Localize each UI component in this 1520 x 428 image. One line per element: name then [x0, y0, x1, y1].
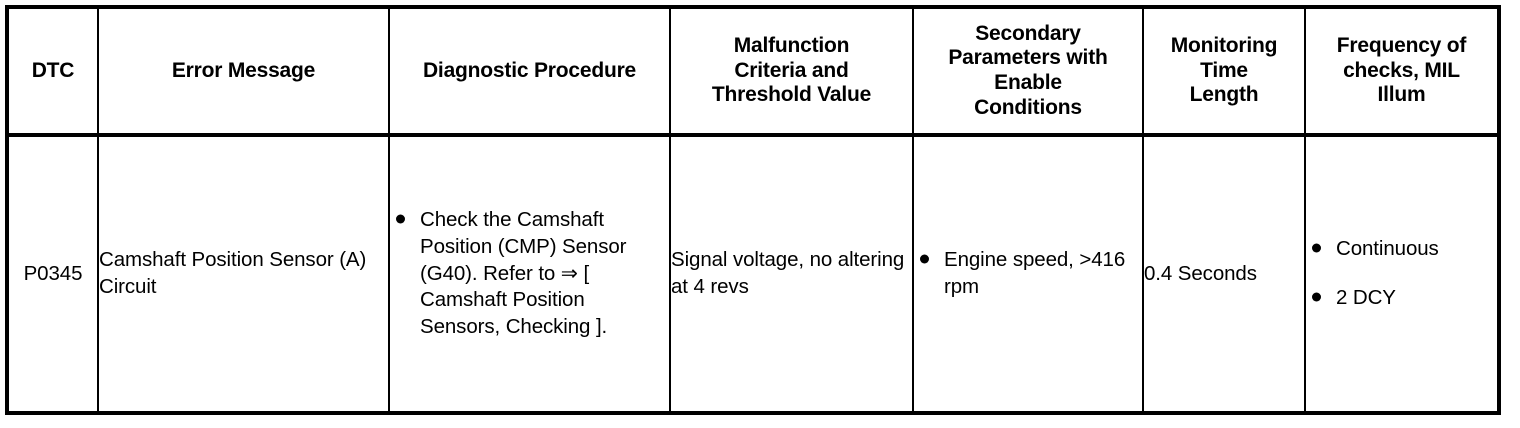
list-item-label: 2 DCY [1336, 286, 1396, 309]
header-line: Time [1200, 58, 1248, 82]
dtc-code-value: P0345 [23, 261, 83, 285]
cell-diagnostic-procedure: Check the Camshaft Position (CMP) Sensor… [388, 135, 671, 413]
bullet-icon [920, 254, 929, 264]
header-line: Enable [994, 71, 1062, 94]
column-header-diagnostic-procedure: Diagnostic Procedure [388, 7, 671, 137]
column-header-secondary-parameters-text: Secondary Parameters with Enable Conditi… [914, 22, 1142, 120]
bullet-icon [1312, 292, 1321, 302]
monitoring-time-length-value: 0.4 Seconds [1144, 261, 1257, 285]
header-line: Illum [1377, 83, 1426, 107]
column-header-frequency-of-checks-text: Frequency of checks, MIL Illum [1306, 34, 1497, 108]
header-line: checks, MIL [1343, 58, 1460, 82]
malfunction-criteria-value: Signal voltage, no altering at 4 revs [671, 248, 905, 298]
header-line: Frequency of [1336, 34, 1467, 58]
list-item: Check the Camshaft Position (CMP) Sensor… [390, 207, 669, 340]
column-header-secondary-parameters: Secondary Parameters with Enable Conditi… [912, 7, 1144, 137]
cell-monitoring-time-length: 0.4 Seconds [1142, 135, 1306, 413]
cell-dtc-code: P0345 [7, 135, 99, 413]
diagnostic-procedure-list: Check the Camshaft Position (CMP) Sensor… [390, 207, 669, 340]
column-header-error-message-text: Error Message [99, 59, 388, 84]
header-line: Parameters with [948, 46, 1108, 70]
header-line: Monitoring [1170, 34, 1278, 58]
header-row: DTC Error Message Diagnostic Procedure M… [7, 7, 1499, 137]
error-message-value: Camshaft Position Sensor (A) Circuit [99, 248, 367, 298]
bullet-icon [1312, 243, 1321, 253]
header-line: Criteria and [734, 58, 849, 82]
list-item: Continuous [1306, 236, 1497, 263]
column-header-frequency-of-checks: Frequency of checks, MIL Illum [1304, 7, 1499, 137]
header-line: Length [1189, 83, 1259, 107]
header-line: Secondary [975, 21, 1081, 45]
table-body: P0345 Camshaft Position Sensor (A) Circu… [7, 135, 1499, 413]
list-item-label: Check the Camshaft Position (CMP) Sensor… [420, 208, 627, 338]
header-line: Diagnostic Procedure [422, 58, 637, 82]
list-item: Engine speed, >416 rpm [914, 247, 1142, 300]
dtc-diagnostics-table: DTC Error Message Diagnostic Procedure M… [5, 5, 1501, 415]
cell-secondary-parameters: Engine speed, >416 rpm [912, 135, 1144, 413]
header-line: Conditions [974, 95, 1082, 119]
list-item: 2 DCY [1306, 285, 1497, 312]
table-header: DTC Error Message Diagnostic Procedure M… [7, 7, 1499, 137]
column-header-monitoring-time-length-text: Monitoring Time Length [1144, 34, 1304, 108]
header-line: Error Message [171, 58, 316, 82]
list-item-label: Continuous [1336, 237, 1439, 261]
header-line: Malfunction [733, 34, 850, 58]
header-line: Threshold Value [711, 83, 872, 107]
cell-malfunction-criteria: Signal voltage, no altering at 4 revs [669, 135, 914, 413]
bullet-icon [396, 214, 405, 224]
list-item-label: Engine speed, >416 rpm [944, 248, 1126, 298]
column-header-malfunction-criteria: Malfunction Criteria and Threshold Value [669, 7, 914, 137]
cell-error-message: Camshaft Position Sensor (A) Circuit [97, 135, 390, 413]
column-header-diagnostic-procedure-text: Diagnostic Procedure [390, 59, 669, 84]
column-header-malfunction-criteria-text: Malfunction Criteria and Threshold Value [671, 34, 912, 108]
header-line: DTC [31, 58, 75, 82]
secondary-parameters-list: Engine speed, >416 rpm [914, 247, 1142, 300]
column-header-monitoring-time-length: Monitoring Time Length [1142, 7, 1306, 137]
column-header-error-message: Error Message [97, 7, 390, 137]
frequency-of-checks-list: Continuous 2 DCY [1306, 236, 1497, 311]
cell-frequency-of-checks: Continuous 2 DCY [1304, 135, 1499, 413]
table-row: P0345 Camshaft Position Sensor (A) Circu… [7, 135, 1499, 413]
column-header-dtc-text: DTC [9, 59, 97, 84]
column-header-dtc: DTC [7, 7, 99, 137]
